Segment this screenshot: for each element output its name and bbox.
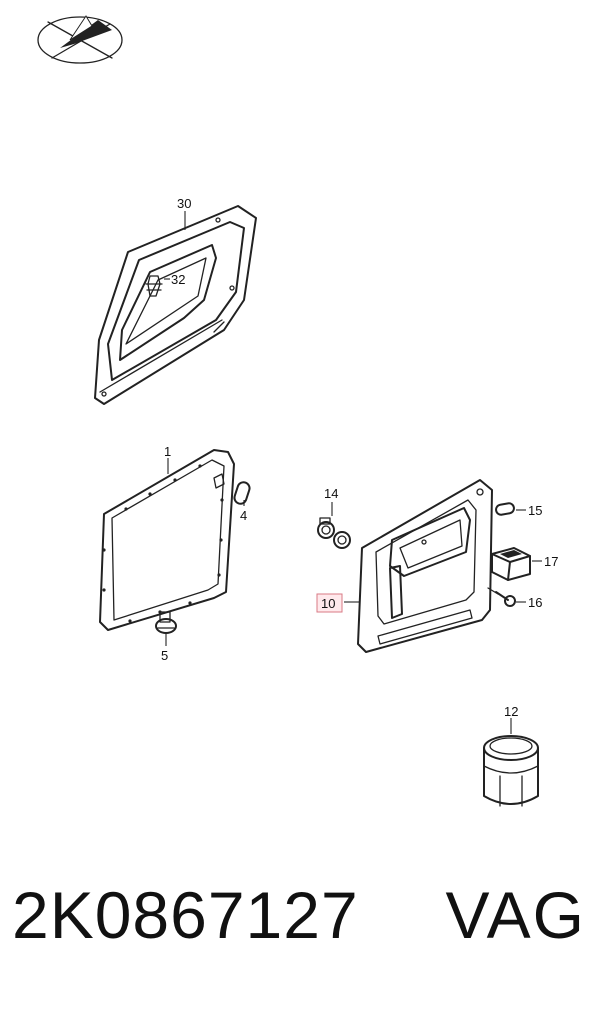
part-17-pad xyxy=(491,547,531,581)
callout-4: 4 xyxy=(240,508,247,523)
part-12-adhesive-tub xyxy=(483,735,539,807)
part-number: 2K0867127 xyxy=(12,878,359,952)
part-16-screw xyxy=(487,587,516,607)
brand-name: VAG xyxy=(445,878,586,952)
callout-12: 12 xyxy=(504,704,518,719)
part-4-plug xyxy=(233,481,251,505)
part-30-upper-trim-frame xyxy=(94,205,257,405)
callout-14: 14 xyxy=(324,486,338,501)
callout-15: 15 xyxy=(528,503,542,518)
part-15-plug xyxy=(495,502,515,516)
callout-17: 17 xyxy=(544,554,558,569)
callout-10-highlight xyxy=(316,593,343,613)
callout-1: 1 xyxy=(164,444,171,459)
callout-32: 32 xyxy=(171,272,185,287)
part-5-push-rivet xyxy=(155,611,177,634)
callout-5: 5 xyxy=(161,648,168,663)
part-1-panel-backing xyxy=(99,449,235,631)
catalog-logo xyxy=(37,15,123,64)
callout-10: 10 xyxy=(321,596,335,611)
callout-30: 30 xyxy=(177,196,191,211)
part-14-fastener xyxy=(317,517,351,549)
callout-16: 16 xyxy=(528,595,542,610)
part-32-clip xyxy=(145,275,163,297)
leader-lines xyxy=(164,211,542,734)
part-10-door-trim-panel xyxy=(357,479,493,653)
